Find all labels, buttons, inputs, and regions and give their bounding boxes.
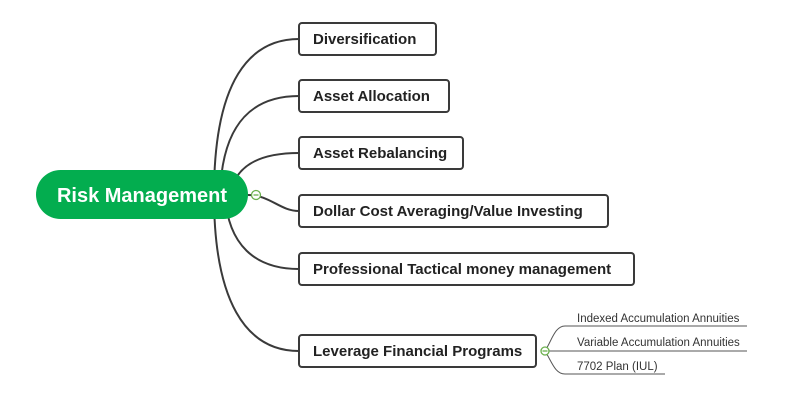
branch-dollar-cost-averaging[interactable]: Dollar Cost Averaging/Value Investing [298,194,609,228]
collapse-toggle-root[interactable] [250,189,262,201]
collapse-toggle-leverage[interactable] [540,346,550,356]
branch-label: Asset Rebalancing [313,145,447,162]
branch-label: Dollar Cost Averaging/Value Investing [313,203,583,220]
subtopic-variable-accumulation-annuities[interactable]: Variable Accumulation Annuities [577,337,740,349]
branch-asset-rebalancing[interactable]: Asset Rebalancing [298,136,464,170]
branch-asset-allocation[interactable]: Asset Allocation [298,79,450,113]
root-pill[interactable] [36,170,248,219]
subtopic-7702-plan[interactable]: 7702 Plan (IUL) [577,361,658,373]
root-node[interactable]: Risk Management [36,170,248,219]
connector [213,194,300,352]
branch-diversification[interactable]: Diversification [298,22,437,56]
branch-label: Professional Tactical money management [313,261,611,278]
root-label: Risk Management [57,185,227,207]
subtopic-indexed-accumulation-annuities[interactable]: Indexed Accumulation Annuities [577,313,740,325]
branch-label: Leverage Financial Programs [313,343,522,360]
branch-label: Asset Allocation [313,88,430,105]
branch-label: Diversification [313,31,416,48]
connector [213,38,300,196]
branch-professional-tactical[interactable]: Professional Tactical money management [298,252,635,286]
branch-leverage-financial-programs[interactable]: Leverage Financial Programs [298,334,537,368]
